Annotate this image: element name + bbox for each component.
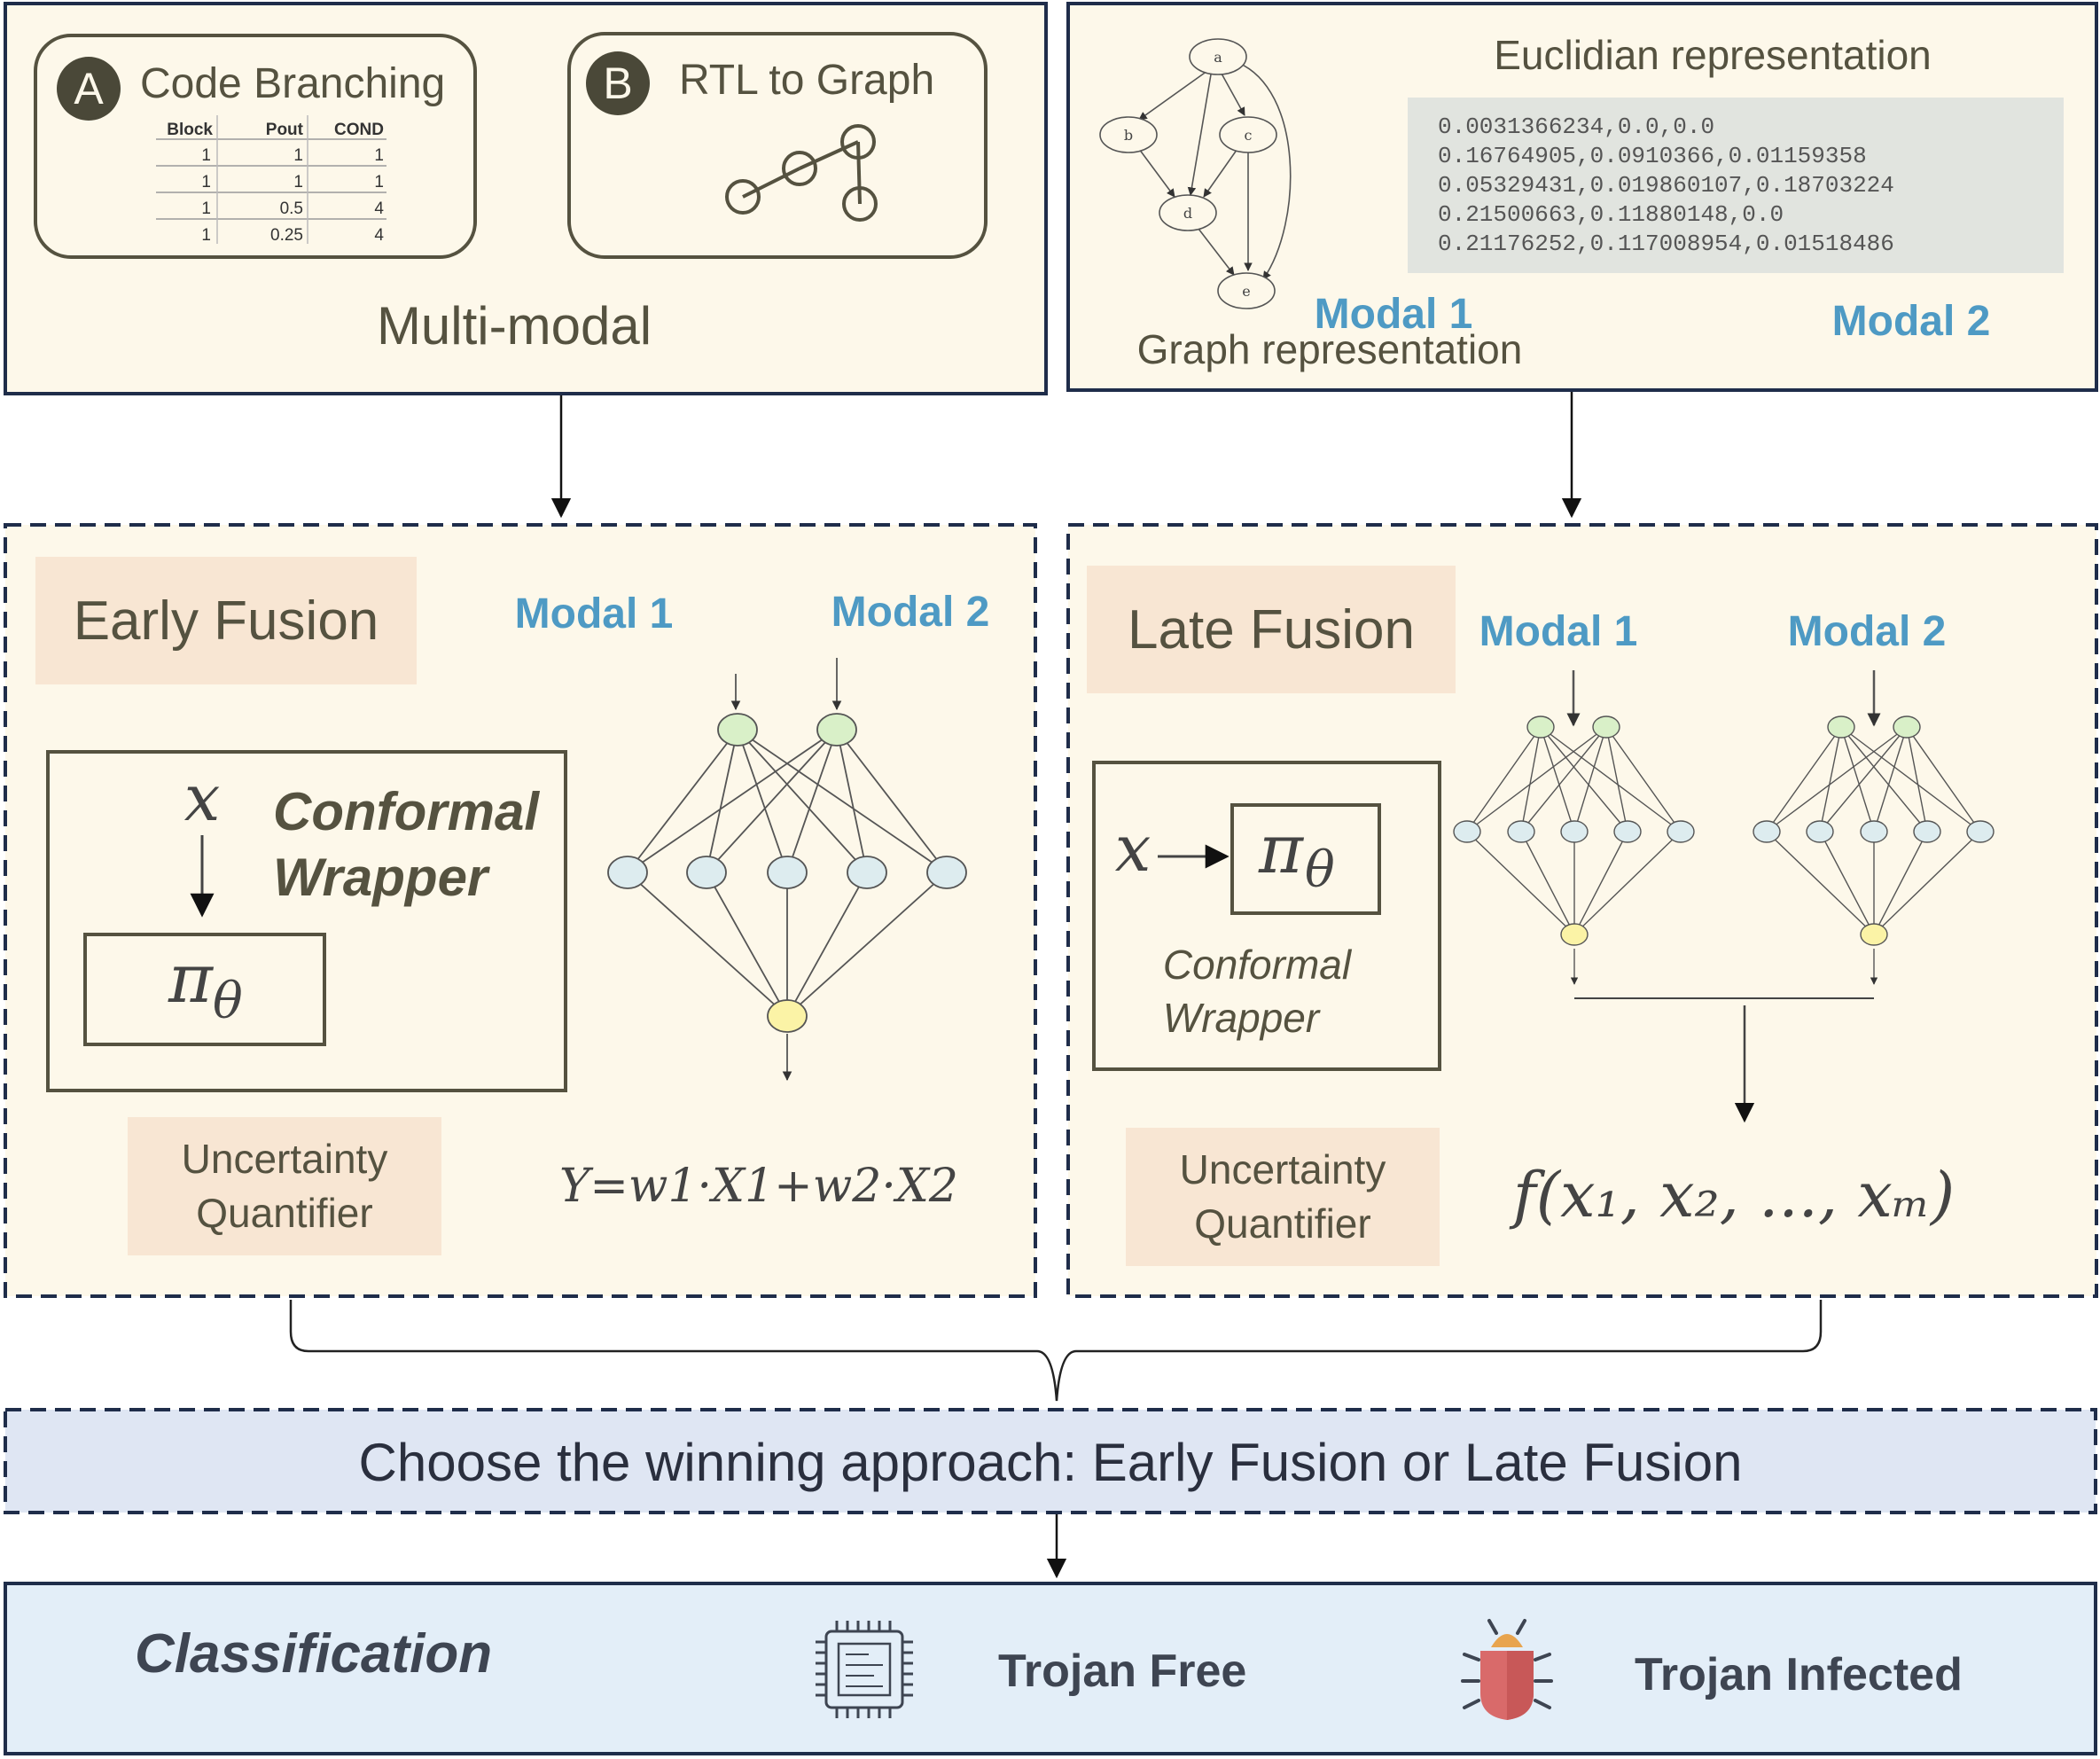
conformal-wrapper-box	[1092, 761, 1441, 1071]
badge-b-letter: B	[603, 59, 632, 108]
theta-symbol: θ	[213, 973, 243, 1030]
uncertainty-quantifier-bg	[1126, 1128, 1440, 1266]
modal1-label: Modal 1	[1315, 291, 1473, 338]
choose-approach-panel: Choose the winning approach: Early Fusio…	[4, 1408, 2097, 1514]
wrapper-label-line2: Wrapper	[1163, 995, 1321, 1041]
code-branching-title: Code Branching	[140, 60, 445, 107]
branch-table: Block Pout COND 1 1 1 1 1 1 1 0.5 4 1 0.…	[156, 115, 386, 245]
modal2-label: Modal 2	[831, 589, 990, 636]
graph-node-label: d	[1183, 205, 1192, 222]
pi-symbol: π	[1258, 809, 1305, 888]
badge-b	[586, 51, 650, 115]
uq-line1: Uncertainty	[1180, 1146, 1386, 1192]
table-cell: 1	[201, 226, 211, 245]
conformal-wrapper-box	[46, 750, 567, 1092]
policy-box	[83, 933, 326, 1046]
early-fusion-formula: Y=w1·X1+w2·X2	[559, 1160, 958, 1213]
uq-line2: Quantifier	[196, 1190, 372, 1236]
classification-title: Classification	[135, 1623, 492, 1685]
rtl-title: RTL to Graph	[679, 57, 934, 104]
pi-symbol: π	[168, 939, 215, 1018]
early-fusion-label-bg	[35, 557, 417, 684]
graph-representation	[1099, 38, 1292, 309]
x-symbol: x	[1115, 811, 1151, 886]
modal1-label: Modal 1	[515, 590, 674, 637]
multimodal-caption: Multi-modal	[377, 296, 652, 356]
merge-brace	[289, 1300, 1823, 1402]
graph-node-label: c	[1245, 127, 1253, 144]
vector-box	[1408, 98, 2064, 273]
table-cell: 1	[293, 173, 303, 192]
early-fusion-title: Early Fusion	[74, 590, 379, 652]
table-header-cond: COND	[334, 121, 384, 139]
uncertainty-quantifier-bg	[128, 1117, 441, 1255]
wrapper-label-line1: Conformal	[273, 782, 540, 841]
graph-glyph-icon	[725, 124, 878, 222]
table-cell: 0.25	[270, 226, 303, 245]
choose-text: Choose the winning approach: Early Fusio…	[359, 1433, 1743, 1492]
x-symbol: x	[184, 761, 221, 835]
table-cell: 1	[374, 173, 384, 192]
uq-line1: Uncertainty	[182, 1136, 388, 1182]
wrapper-label-line1: Conformal	[1163, 942, 1353, 988]
graph-node-label: b	[1124, 127, 1133, 144]
vector-line: 0.05329431,0.019860107,0.18703224	[1438, 172, 1894, 199]
badge-a	[57, 57, 121, 121]
table-cell: 4	[374, 226, 384, 245]
table-cell: 1	[293, 146, 303, 165]
vector-line: 0.21500663,0.11880148,0.0	[1438, 201, 1784, 228]
wrapper-label-line2: Wrapper	[273, 848, 491, 907]
table-header-block: Block	[167, 121, 213, 139]
vector-line: 0.21176252,0.117008954,0.01518486	[1438, 231, 1894, 257]
policy-box	[1230, 803, 1381, 915]
graph-node-label: e	[1242, 283, 1250, 300]
rtl-to-graph-card: B RTL to Graph	[567, 32, 988, 259]
table-cell: 1	[201, 146, 211, 165]
table-header-pout: Pout	[266, 121, 304, 139]
early-fusion-panel: Early Fusion Modal 1 Modal 2 x Conformal…	[4, 523, 1037, 1298]
trojan-infected-label: Trojan Infected	[1635, 1649, 1963, 1700]
table-cell: 1	[201, 173, 211, 192]
late-fusion-network-2	[1753, 670, 1995, 985]
modal2-label: Modal 2	[1788, 608, 1947, 655]
euclidian-title: Euclidian representation	[1494, 32, 1932, 78]
modal1-label: Modal 1	[1479, 608, 1638, 655]
late-fusion-network-1	[1453, 670, 1695, 985]
code-branching-card: A Code Branching Block Pout COND 1 1 1 1…	[34, 34, 477, 259]
vector-line: 0.0031366234,0.0,0.0	[1438, 113, 1714, 140]
modal2-label: Modal 2	[1832, 298, 1991, 345]
classification-panel: Classification Trojan Free	[4, 1582, 2097, 1755]
graph-caption: Graph representation	[1137, 326, 1523, 372]
bug-icon	[1461, 1619, 1553, 1720]
uq-line2: Quantifier	[1194, 1200, 1370, 1247]
table-cell: 4	[374, 199, 384, 218]
graph-node-label: a	[1214, 49, 1222, 66]
table-cell: 1	[374, 146, 384, 165]
theta-symbol: θ	[1305, 841, 1335, 899]
badge-a-letter: A	[74, 64, 104, 113]
early-fusion-network	[607, 658, 967, 1082]
multimodal-panel: A Code Branching Block Pout COND 1 1 1 1…	[4, 2, 1048, 395]
trojan-free-label: Trojan Free	[998, 1646, 1246, 1697]
vector-line: 0.16764905,0.0910366,0.01159358	[1438, 143, 1867, 169]
late-fusion-panel: Late Fusion Modal 1 Modal 2 x π θ Confor…	[1066, 523, 2098, 1298]
late-fusion-title: Late Fusion	[1128, 599, 1415, 661]
representation-panel: a b c d e Euclidian representation 0.003…	[1066, 2, 2098, 392]
chip-icon	[816, 1621, 913, 1718]
table-cell: 0.5	[280, 199, 303, 218]
late-fusion-formula: f(x₁, x₂, ..., xₘ)	[1509, 1159, 1955, 1231]
late-fusion-label-bg	[1087, 566, 1456, 693]
table-cell: 1	[201, 199, 211, 218]
